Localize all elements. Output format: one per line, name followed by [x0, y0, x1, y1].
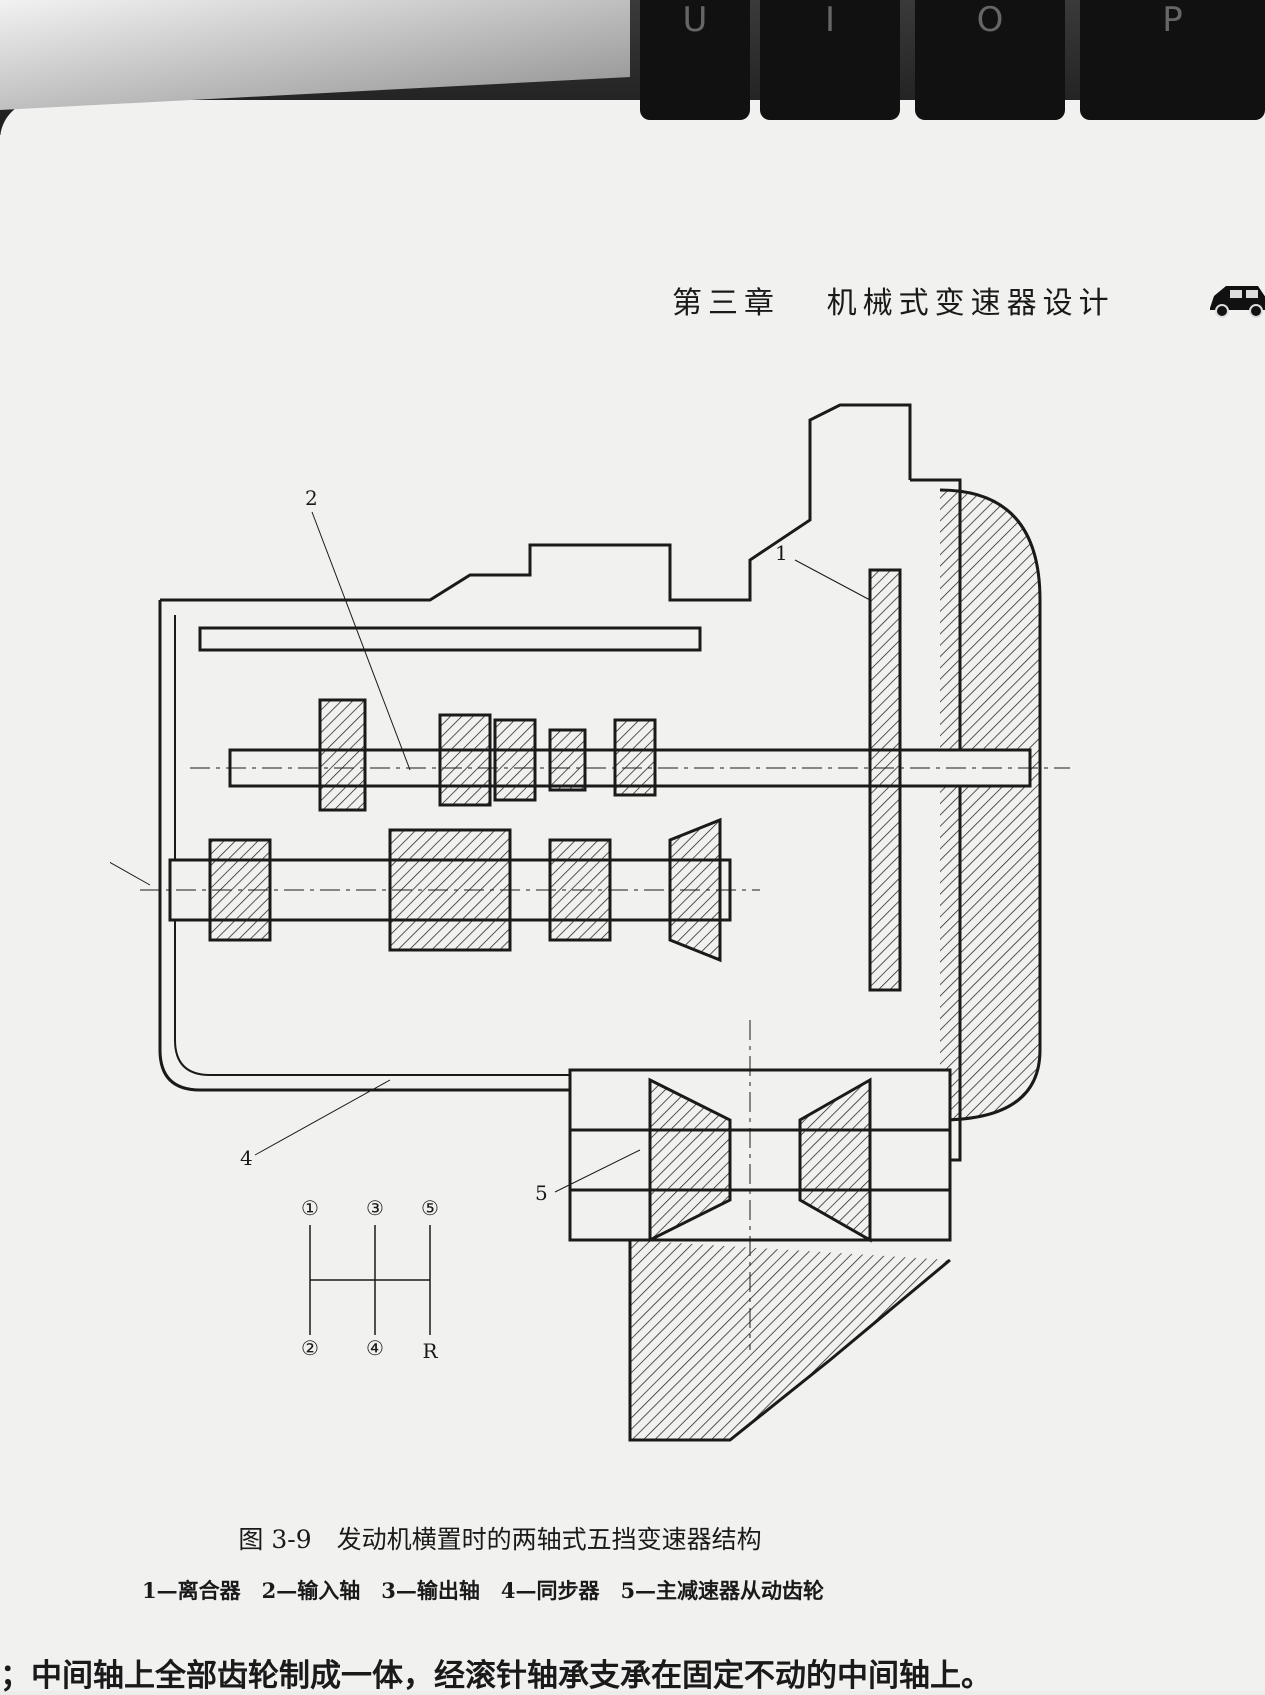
callout-2: 2 [305, 486, 318, 510]
gear-r: R [422, 1339, 438, 1363]
key-label: P [1162, 0, 1183, 40]
gear-2: ② [301, 1336, 319, 1360]
key-label: O [976, 0, 1004, 40]
key-o: O [915, 0, 1065, 120]
clutch-disc [868, 568, 902, 992]
selector-rod [198, 626, 702, 652]
shift-pattern: ① ③ ⑤ ② ④ R [301, 1196, 439, 1363]
running-header: 第三章 机械式变速器设计 [672, 278, 1115, 322]
transmission-cross-section-diagram: 1 2 3 4 5 ① ③ ⑤ ② ④ R [110, 403, 1070, 1442]
car-icon [1210, 286, 1265, 318]
callout-4: 4 [240, 1146, 253, 1170]
gear-1: ① [301, 1196, 319, 1220]
body-text: ；中间轴上全部齿轮制成一体，经滚针轴承支承在固定不动的中间轴上。 [0, 1658, 992, 1694]
key-i: I [760, 0, 900, 120]
gear-3: ③ [366, 1196, 384, 1220]
gear-4: ④ [366, 1336, 384, 1360]
key-u: U [640, 0, 750, 120]
figure-caption: 图 3-9 发动机横置时的两轴式五挡变速器结构 [238, 1525, 762, 1554]
key-p: P [1080, 0, 1265, 120]
chapter-title: 机械式变速器设计 [826, 286, 1115, 321]
chapter-number: 第三章 [672, 286, 780, 321]
figure-legend: 1—离合器 2—输入轴 3—输出轴 4—同步器 5—主减速器从动齿轮 [142, 1578, 825, 1603]
key-label: I [824, 0, 836, 40]
callout-1: 1 [775, 541, 788, 565]
gear-5: ⑤ [421, 1196, 439, 1220]
key-label: U [682, 0, 708, 40]
callout-5: 5 [535, 1181, 548, 1205]
